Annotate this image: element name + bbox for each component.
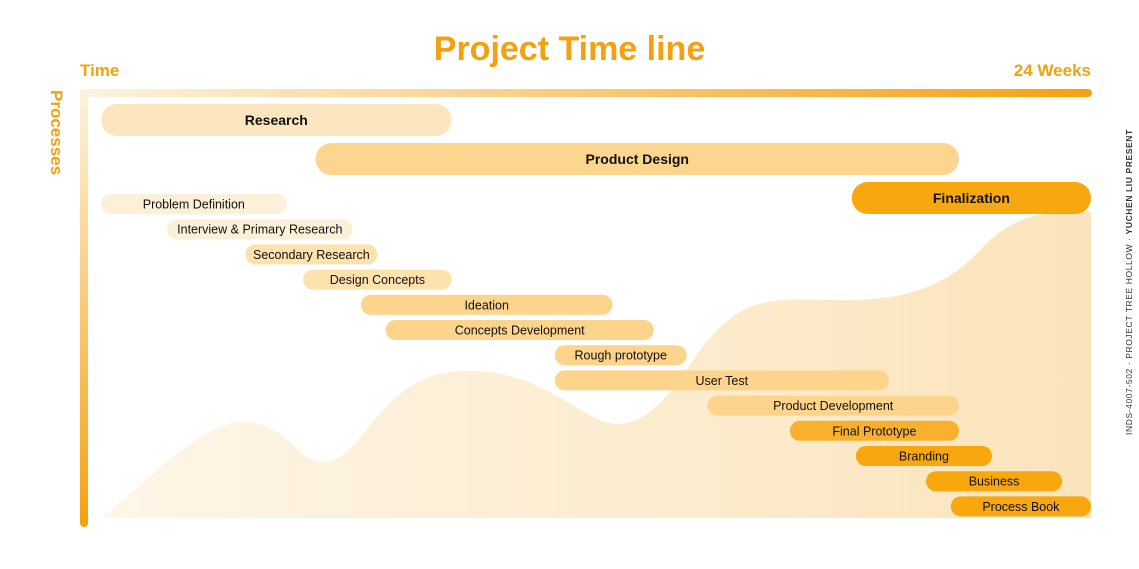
task-business: Business (926, 471, 1063, 492)
task-label: Ideation (464, 298, 509, 312)
task-label: Problem Definition (143, 198, 245, 212)
task-bar (554, 345, 687, 366)
task-bar (303, 269, 452, 290)
task-label: Concepts Development (455, 324, 585, 338)
phase-label: Research (245, 112, 308, 128)
credit-author: YUCHEN LIU PRESENT (1124, 129, 1134, 235)
time-axis (80, 89, 1092, 97)
course-credit: INDS-4007-502 · PROJECT TREE HOLLOW · YU… (1124, 129, 1134, 435)
task-product-development: Product Development (707, 395, 959, 416)
task-bar (385, 320, 654, 340)
phase-bar (851, 182, 1091, 214)
task-branding: Branding (855, 446, 992, 466)
task-label: Design Concepts (330, 273, 425, 287)
task-secondary-research: Secondary Research (245, 244, 378, 265)
task-final-prototype: Final Prototype (789, 420, 959, 441)
task-label: Process Book (982, 500, 1060, 514)
task-bar (554, 370, 889, 391)
task-user-test: User Test (554, 370, 889, 391)
chart-title: Project Time line (433, 30, 706, 68)
phase-product-design: Product Design (315, 143, 959, 175)
task-concepts-development: Concepts Development (385, 320, 654, 340)
task-label: User Test (696, 374, 749, 388)
task-label: Secondary Research (253, 248, 370, 262)
phase-bar (101, 104, 452, 136)
task-problem-definition: Problem Definition (101, 194, 287, 214)
task-process-book: Process Book (950, 496, 1091, 517)
task-ideation: Ideation (360, 294, 613, 315)
task-label: Business (969, 475, 1020, 489)
task-bar (360, 294, 613, 315)
phase-label: Product Design (586, 151, 689, 167)
time-axis-start-label: Time (80, 61, 120, 80)
phase-research: Research (101, 104, 452, 136)
phase-finalization: Finalization (851, 182, 1091, 214)
task-interview-and-primary-research: Interview & Primary Research (167, 219, 353, 240)
task-bar (855, 446, 992, 466)
phase-label: Finalization (933, 190, 1010, 206)
task-design-concepts: Design Concepts (303, 269, 452, 290)
background-wave (100, 211, 1091, 518)
phase-bar (315, 143, 959, 175)
task-label: Rough prototype (575, 349, 667, 363)
task-bar (789, 420, 959, 441)
credit-prefix: INDS-4007-502 · PROJECT TREE HOLLOW · (1124, 234, 1134, 435)
time-axis-end-label: 24 Weeks (1013, 61, 1091, 80)
task-label: Product Development (773, 399, 894, 413)
process-axis-label: Processes (47, 90, 66, 176)
task-label: Final Prototype (832, 424, 916, 438)
task-label: Interview & Primary Research (177, 223, 342, 237)
task-bar (950, 496, 1091, 517)
task-bar (167, 219, 353, 240)
task-bar (926, 471, 1063, 492)
task-bar (101, 194, 287, 214)
process-axis (80, 89, 88, 527)
task-label: Branding (899, 450, 949, 464)
task-bar (245, 244, 378, 265)
task-rough-prototype: Rough prototype (554, 345, 687, 366)
task-bar (707, 395, 959, 416)
